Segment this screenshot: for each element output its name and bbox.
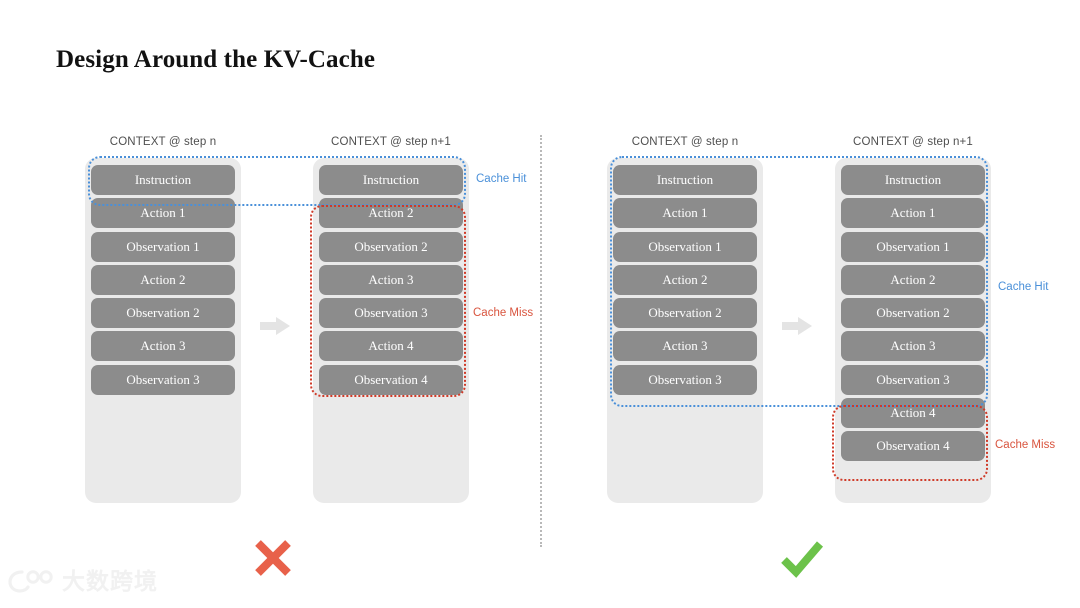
- chip-observation-2[interactable]: Observation 2: [319, 231, 463, 262]
- left-col2-panel: Instruction Action 2 Observation 2 Actio…: [313, 158, 469, 503]
- right-cache-miss-label: Cache Miss: [995, 439, 1056, 451]
- page-title: Design Around the KV-Cache: [56, 46, 376, 73]
- chip-observation-3[interactable]: Observation 3: [841, 364, 985, 395]
- chip-action-1[interactable]: Action 1: [91, 198, 235, 229]
- chip-action-4[interactable]: Action 4: [319, 331, 463, 362]
- chip-action-3[interactable]: Action 3: [91, 331, 235, 362]
- logo-icon: [8, 568, 56, 594]
- chip-action-2[interactable]: Action 2: [91, 264, 235, 295]
- chip-action-2[interactable]: Action 2: [319, 198, 463, 229]
- chip-observation-1[interactable]: Observation 1: [841, 231, 985, 262]
- right-col2-header: CONTEXT @ step n+1: [853, 136, 973, 148]
- chip-observation-1[interactable]: Observation 1: [91, 231, 235, 262]
- left-cache-miss-label: Cache Miss: [473, 307, 534, 319]
- chip-observation-3[interactable]: Observation 3: [613, 364, 757, 395]
- chip-observation-3[interactable]: Observation 3: [319, 298, 463, 329]
- left-col2-header: CONTEXT @ step n+1: [331, 136, 451, 148]
- chip-observation-4[interactable]: Observation 4: [841, 431, 985, 462]
- right-col1-header: CONTEXT @ step n: [631, 136, 739, 148]
- watermark: 大数跨境: [8, 568, 158, 594]
- chip-instruction[interactable]: Instruction: [613, 165, 757, 195]
- left-col2: CONTEXT @ step n+1 Instruction Action 2 …: [313, 136, 469, 503]
- right-col1-panel: Instruction Action 1 Observation 1 Actio…: [607, 158, 763, 503]
- left-col1-panel: Instruction Action 1 Observation 1 Actio…: [85, 158, 241, 503]
- right-col1: CONTEXT @ step n Instruction Action 1 Ob…: [607, 136, 763, 503]
- left-transition-arrow: [260, 317, 290, 335]
- left-col1-header: CONTEXT @ step n: [109, 136, 217, 148]
- chip-action-3[interactable]: Action 3: [319, 264, 463, 295]
- chip-instruction[interactable]: Instruction: [319, 165, 463, 195]
- left-cache-hit-label: Cache Hit: [476, 173, 527, 185]
- chip-action-1[interactable]: Action 1: [841, 198, 985, 229]
- chip-action-3[interactable]: Action 3: [613, 331, 757, 362]
- chip-instruction[interactable]: Instruction: [91, 165, 235, 195]
- chip-observation-2[interactable]: Observation 2: [613, 298, 757, 329]
- watermark-text: 大数跨境: [62, 567, 158, 594]
- chip-observation-4[interactable]: Observation 4: [319, 364, 463, 395]
- chip-observation-2[interactable]: Observation 2: [91, 298, 235, 329]
- chip-action-4[interactable]: Action 4: [841, 398, 985, 429]
- chip-instruction[interactable]: Instruction: [841, 165, 985, 195]
- right-col2-panel: Instruction Action 1 Observation 1 Actio…: [835, 158, 991, 503]
- right-transition-arrow: [782, 317, 812, 335]
- cross-icon: [243, 528, 303, 588]
- chip-observation-1[interactable]: Observation 1: [613, 231, 757, 262]
- right-col2: CONTEXT @ step n+1 Instruction Action 1 …: [835, 136, 991, 503]
- chip-action-1[interactable]: Action 1: [613, 198, 757, 229]
- chip-action-3[interactable]: Action 3: [841, 331, 985, 362]
- chip-observation-3[interactable]: Observation 3: [91, 364, 235, 395]
- chip-observation-2[interactable]: Observation 2: [841, 298, 985, 329]
- check-icon: [772, 528, 832, 588]
- chip-action-2[interactable]: Action 2: [841, 264, 985, 295]
- right-cache-hit-label: Cache Hit: [998, 281, 1049, 293]
- center-divider: [540, 135, 542, 547]
- chip-action-2[interactable]: Action 2: [613, 264, 757, 295]
- left-col1: CONTEXT @ step n Instruction Action 1 Ob…: [85, 136, 241, 503]
